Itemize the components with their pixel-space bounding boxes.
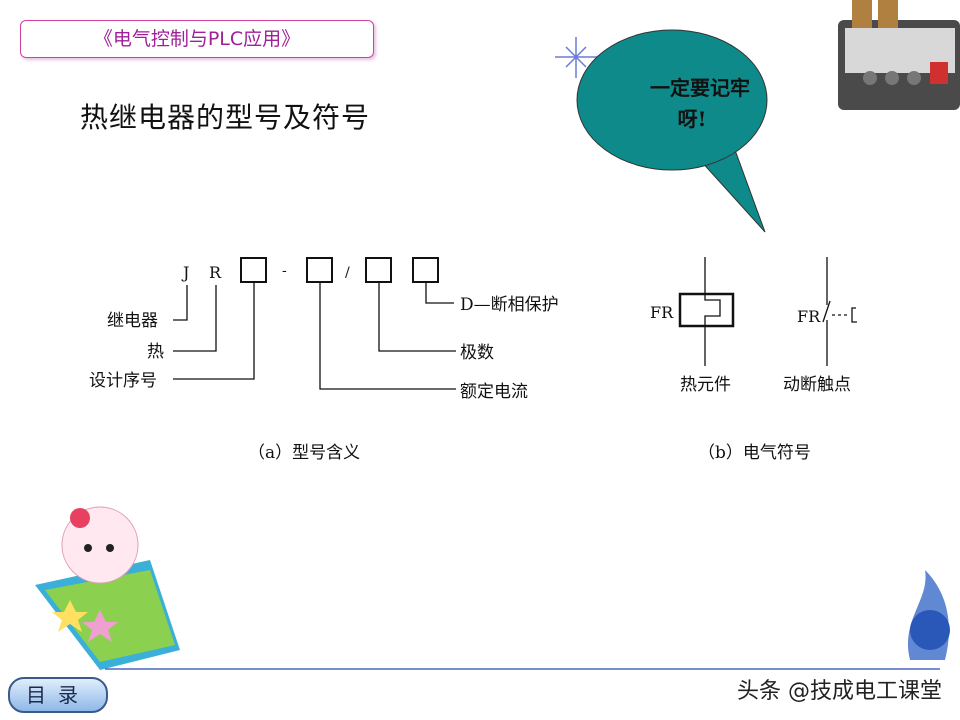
corner-ornament (907, 570, 950, 660)
dash: - (282, 263, 287, 279)
nc-contact-symbol (822, 257, 857, 366)
label-phase-protection: D—断相保护 (460, 295, 559, 315)
label-relay: 继电器 (107, 311, 158, 331)
model-diagram (173, 257, 456, 390)
course-title: 《电气控制与PLC应用》 (20, 20, 374, 58)
bubble-text-1: 一定要记牢 (650, 76, 750, 100)
sparkle-icon (555, 37, 598, 78)
watermark: 头条 @技成电工课堂 (737, 679, 942, 704)
label-contact: 动断触点 (783, 375, 851, 395)
book-mascot-decoration (35, 506, 180, 670)
label-heat: 热 (147, 342, 164, 362)
letter-j: J (181, 263, 189, 282)
speech-bubble (576, 29, 768, 233)
caption-b: （b）电气符号 (698, 443, 811, 463)
bubble-text-2: 呀! (678, 107, 707, 131)
fr-label-heater: FR (650, 303, 674, 322)
label-heater: 热元件 (680, 375, 731, 395)
slash: / (345, 265, 350, 281)
label-poles: 极数 (460, 343, 494, 363)
thermal-relay-photo (838, 0, 960, 110)
letter-r: R (209, 263, 222, 282)
label-design-no: 设计序号 (89, 371, 157, 391)
label-rated-current: 额定电流 (460, 382, 528, 402)
heater-symbol (678, 257, 735, 366)
fr-label-contact: FR (797, 307, 821, 326)
toc-button[interactable]: 目录 (8, 677, 108, 713)
page-title: 热继电器的型号及符号 (80, 101, 371, 134)
caption-a: （a）型号含义 (248, 443, 360, 463)
